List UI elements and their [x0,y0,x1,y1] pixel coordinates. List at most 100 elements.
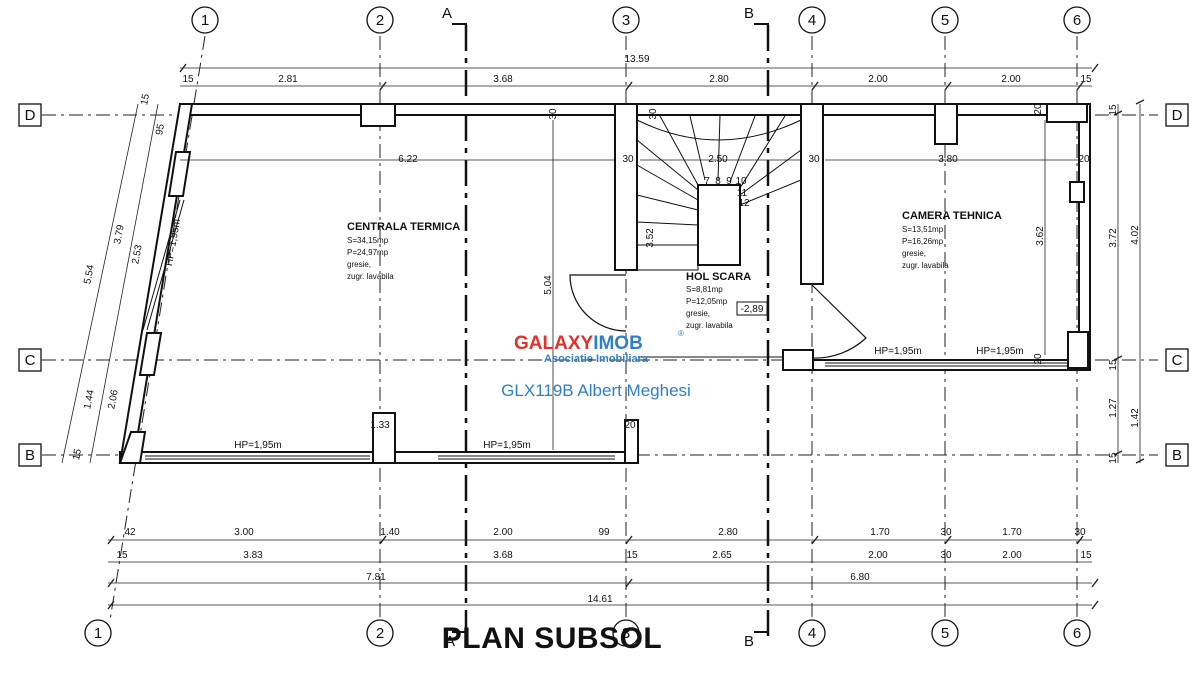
axis-label-2-top: 2 [376,12,384,29]
dim-int-380: 3.80 [938,154,958,165]
dim-b2-1: 15 [116,550,128,561]
dim-top-7: 15 [1080,74,1092,85]
room-camera-perimeter: P=16,26mp [902,237,944,246]
window-height-1: HP=1,95m [234,440,282,451]
axis-label-1-top: 1 [201,12,209,29]
room-camera-area: S=13,51mp [902,225,944,234]
dim-b1-8: 30 [940,527,952,538]
stair-step-8: 8 [715,176,721,187]
dim-right-in-1: 15 [1108,104,1119,116]
room-centrala-perimeter: P=24,97mp [347,248,389,257]
stair-step-11: 11 [737,188,748,199]
dim-b2-5: 2.65 [712,550,732,561]
dimension-lines [61,67,1141,606]
axis-label-c-left: C [25,352,36,369]
room-hol-area: S=8,81mp [686,285,723,294]
windows [142,199,1068,460]
dim-b1-7: 1.70 [870,527,890,538]
dim-b2-3: 3.68 [493,550,513,561]
dim-right-out-1: 4.02 [1130,225,1141,245]
room-centrala-floor: gresie, [347,260,371,269]
stair-step-12: 12 [738,198,750,209]
section-label-a-bottom: A [445,633,455,650]
window-height-3: HP=1,95m [874,346,922,357]
dim-b3-1: 7.81 [366,572,386,583]
dim-int-30-c: 30 [808,154,820,165]
axis-label-6-bottom: 6 [1073,625,1081,642]
dim-b2-7: 30 [940,550,952,561]
dim-int-133: 1.33 [370,420,390,431]
dim-int-30-b: 30 [622,154,634,165]
section-label-a-top: A [442,5,452,22]
axis-label-2-bottom: 2 [376,625,384,642]
dim-int-352: 3.52 [645,228,656,248]
watermark-brand: GALAXYIMOB [514,333,643,354]
dim-top-1: 15 [182,74,194,85]
dim-int-20-d: 20 [1033,353,1044,365]
axis-label-4-top: 4 [808,12,816,29]
dim-b3-2: 6.80 [850,572,870,583]
room-camera-walls: zugr. lavabila [902,261,949,270]
room-hol-walls: zugr. lavabila [686,321,733,330]
dim-left-in-1: 15 [139,93,152,106]
room-camera-name: CAMERA TEHNICA [902,210,1002,222]
axis-label-3-top: 3 [622,12,630,29]
watermark-registered: ® [678,329,684,338]
dim-left-in-2: 95 [154,123,167,136]
dim-int-30-d: 30 [548,108,559,120]
dimension-ticks [107,63,1145,610]
room-centrala-name: CENTRALA TERMICA [347,221,460,233]
axis-label-b-right: B [1172,447,1182,464]
axis-label-b-left: B [25,447,35,464]
room-hol-perimeter: P=12,05mp [686,297,728,306]
dim-int-250: 2.50 [708,154,728,165]
doors [569,274,867,359]
axis-label-c-right: C [1172,352,1183,369]
dim-bottom-total: 14.61 [587,594,612,605]
level-box [736,301,768,316]
dim-left-out-3: 1.44 [82,388,97,410]
plan-title: PLAN SUBSOL [442,622,663,655]
dim-b1-9: 1.70 [1002,527,1022,538]
axis-label-d-right: D [1172,107,1183,124]
axis-label-d-left: D [25,107,36,124]
dim-b1-10: 30 [1074,527,1086,538]
dim-right-out-2: 1.42 [1130,408,1141,428]
section-label-b-bottom: B [744,633,754,650]
dim-top-6: 2.00 [1001,74,1021,85]
axis-label-3-bottom: 3 [622,625,630,642]
dim-top-5: 2.00 [868,74,888,85]
watermark-agent: GLX119B Albert Meghesi [501,381,691,400]
axis-label-4-bottom: 4 [808,625,816,642]
dim-b1-3: 1.40 [380,527,400,538]
dim-top-total: 13.59 [624,54,649,65]
dim-b2-8: 2.00 [1002,550,1022,561]
dim-int-504: 5.04 [543,275,554,295]
dim-right-in-3: 15 [1108,359,1119,371]
dim-left-out-1: 5.54 [82,263,97,285]
stairs [636,115,802,271]
room-centrala-walls: zugr. lavabila [347,272,394,281]
watermark-brand-1: GALAXY [514,333,594,354]
axis-label-6-top: 6 [1073,12,1081,29]
dim-b1-1: 42 [124,527,136,538]
dim-int-362: 3.62 [1035,226,1046,246]
window-height-2: HP=1,95m [483,440,531,451]
dim-int-20-a: 20 [1033,103,1044,115]
dim-top-3: 3.68 [493,74,513,85]
window-height-4: HP=1,95m [976,346,1024,357]
dim-left-out-2: 3.79 [112,223,127,245]
stair-step-10: 10 [735,176,747,187]
axis-label-5-top: 5 [941,12,949,29]
axis-label-1-bottom: 1 [94,625,102,642]
dim-int-20-c: 20 [624,420,636,431]
dim-b1-4: 2.00 [493,527,513,538]
dim-b2-9: 15 [1080,550,1092,561]
dim-left-in-3: 2.53 [130,243,145,265]
dim-b1-5: 99 [598,527,610,538]
dim-top-2: 2.81 [278,74,298,85]
dim-b2-4: 15 [626,550,638,561]
watermark-brand-2: IMOB [593,333,643,354]
dim-int-20-b: 20 [1078,154,1090,165]
